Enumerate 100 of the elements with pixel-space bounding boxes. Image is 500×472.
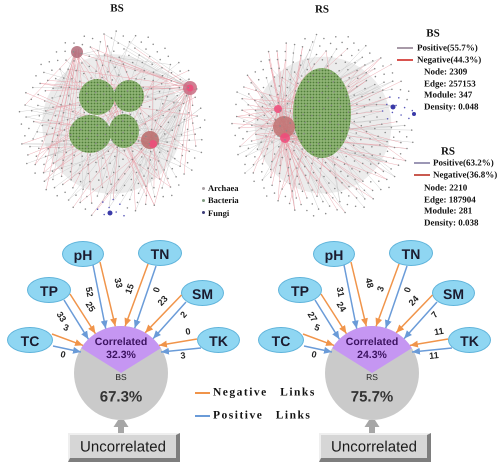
variable-ellipse: [432, 280, 475, 306]
legend-label: Negative(36.8%): [433, 170, 498, 180]
legend-label: Positive(63.2%): [433, 158, 494, 168]
variable-ellipse: [62, 241, 104, 267]
node-label: pH: [74, 248, 92, 262]
edge-label: 24: [334, 300, 348, 314]
arrow: [412, 347, 452, 355]
arrow: [160, 347, 202, 355]
percentage-label: 24.3%: [357, 350, 387, 360]
percentage-label: 75.7%: [350, 390, 394, 404]
node-label: TN: [402, 247, 420, 261]
arrow: [69, 294, 96, 334]
category-label: Uncorrelated: [80, 439, 166, 454]
arrow: [52, 333, 84, 346]
arrow: [144, 294, 182, 334]
edge-label: 0: [402, 285, 414, 295]
group-label: RS: [366, 372, 378, 382]
percentage-label: 67.3%: [100, 390, 142, 404]
variable-ellipse: [448, 327, 491, 353]
variable-ellipse: [313, 241, 355, 267]
stat-text: Module: 347: [424, 90, 472, 100]
arrow: [158, 338, 198, 348]
node-label: TK: [460, 334, 479, 348]
edge-label: 33: [54, 310, 68, 324]
legend-label: Negative Links: [213, 387, 316, 399]
arrow: [404, 302, 438, 340]
chart-title: BS: [110, 4, 124, 14]
arrow: [134, 266, 157, 328]
node-label: TK: [209, 334, 228, 348]
arrow: [314, 300, 340, 340]
stat-text: Module: 281: [424, 206, 472, 216]
variable-ellipse: [258, 327, 304, 353]
arrow: [410, 338, 448, 348]
node-label: TP: [291, 284, 309, 298]
edge-label: 52: [83, 285, 95, 299]
edge-label: 11: [432, 326, 446, 338]
edge-label: 3: [61, 322, 71, 334]
edge-label: 0: [58, 350, 68, 360]
percentage-label: 32.3%: [106, 350, 136, 360]
arrow: [92, 264, 108, 329]
arrow: [304, 345, 332, 354]
legend-heading: BS: [426, 28, 440, 40]
beveled-panel: [68, 433, 180, 462]
variable-ellipse: [138, 240, 182, 266]
category-label: Correlated: [346, 336, 398, 348]
edge-label: 0: [310, 350, 318, 360]
variable-ellipse: [27, 277, 71, 303]
edge-label: 3: [179, 351, 187, 361]
edge-label: 25: [82, 300, 98, 314]
variable-ellipse: [7, 327, 53, 353]
node-label: TC: [272, 334, 290, 348]
edge-label: 23: [156, 294, 170, 308]
node-label: TC: [20, 334, 40, 348]
node-label: TN: [150, 247, 170, 261]
node-label: TP: [40, 284, 58, 298]
variable-ellipse: [197, 327, 240, 353]
edge-label: 3: [376, 284, 386, 294]
category-label: Uncorrelated: [331, 439, 417, 454]
beveled-panel: [319, 433, 431, 462]
edge-label: 11: [428, 350, 440, 362]
pie-circle: [325, 326, 419, 420]
stat-text: Edge: 187904: [424, 195, 476, 204]
legend-heading: RS: [440, 146, 456, 158]
variable-ellipse: [181, 280, 224, 306]
edge-label: 24: [406, 294, 422, 308]
legend-label: Positive(55.7%): [417, 44, 478, 52]
chart-title: RS: [314, 4, 330, 16]
edge-label: 0: [184, 326, 192, 338]
edge-label: 5: [312, 322, 322, 334]
arrow: [52, 345, 82, 354]
edge-label: 48: [363, 276, 375, 290]
arrow: [99, 262, 117, 326]
stat-text: Edge: 257153: [424, 79, 476, 88]
legend-label: Fungi: [208, 208, 230, 217]
arrow: [63, 300, 90, 340]
legend-label: Negative(44.3%): [417, 56, 482, 64]
stat-text: Node: 2309: [424, 68, 468, 76]
edge-label: 2: [178, 309, 190, 321]
edge-label: 15: [124, 282, 136, 296]
pie-slice: [81, 326, 161, 373]
category-label: Correlated: [94, 336, 148, 348]
node-label: pH: [324, 248, 344, 262]
node-label: SM: [443, 287, 464, 301]
arrow: [152, 302, 187, 340]
edge-label: 33: [112, 276, 124, 290]
arrow: [396, 294, 434, 334]
edge-label: 31: [334, 285, 346, 299]
stat-text: Density: 0.048: [424, 102, 478, 111]
arrow: [350, 262, 368, 326]
edge-label: 0: [152, 285, 162, 295]
arrow: [302, 333, 334, 346]
pie-slice: [332, 326, 412, 373]
arrow: [384, 266, 408, 328]
arrow: [375, 264, 400, 326]
legend-label: Positive Links: [213, 410, 312, 422]
variable-ellipse: [389, 240, 433, 266]
stat-text: Node: 2210: [424, 184, 468, 192]
node-label: SM: [192, 287, 213, 301]
arrow: [320, 294, 348, 334]
pie-circle: [74, 326, 168, 420]
